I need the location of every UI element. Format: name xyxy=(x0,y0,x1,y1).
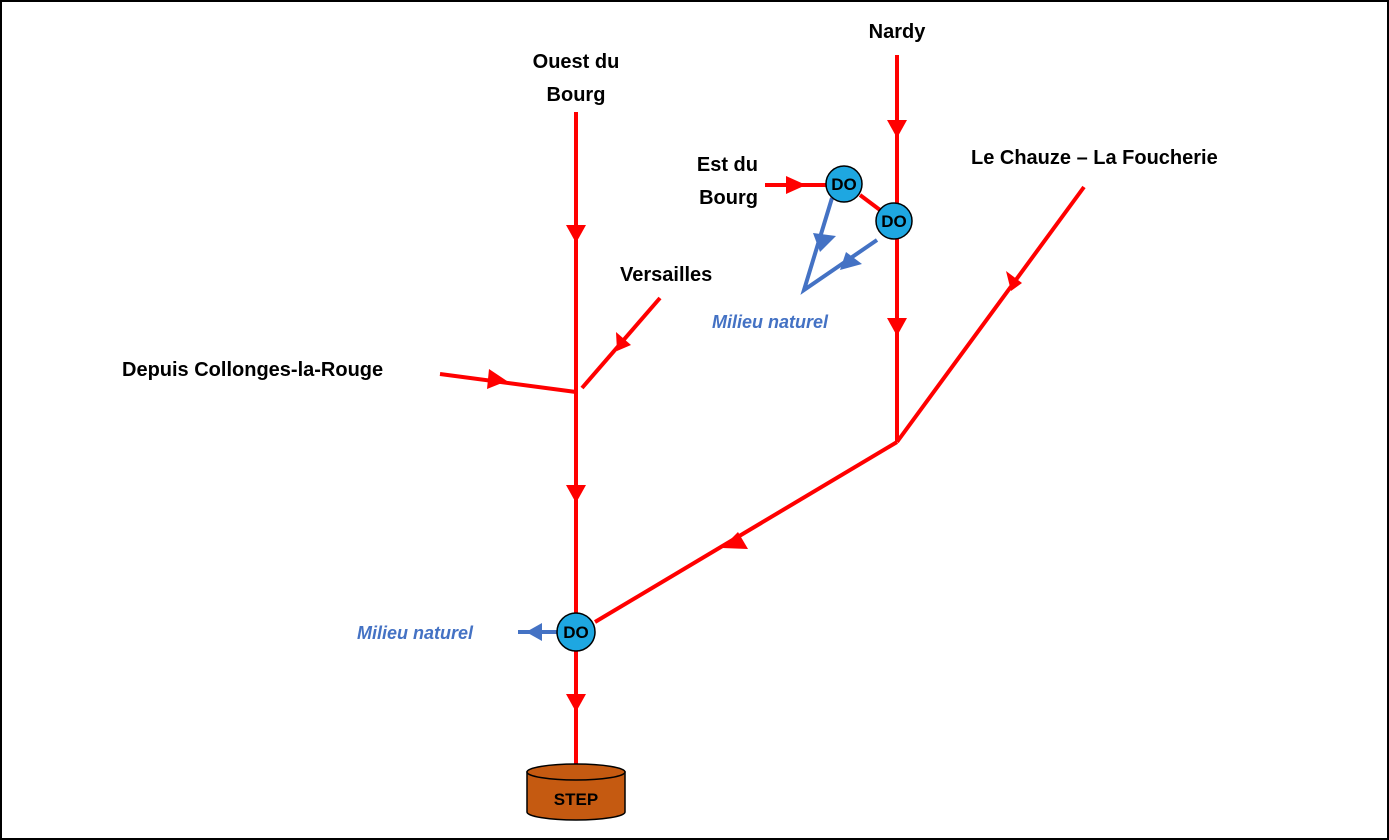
step-label: STEP xyxy=(554,790,598,809)
do-node-circle xyxy=(875,202,913,240)
step-treatment-plant: STEP xyxy=(526,763,626,821)
flow-arrow-icon xyxy=(566,485,586,503)
flow-arrow-icon xyxy=(566,694,586,712)
sewer-network xyxy=(439,55,1086,767)
flow-arrow-icon xyxy=(1006,271,1022,291)
do-node-circle xyxy=(825,165,863,203)
overflow-arrow-icon xyxy=(813,233,836,252)
flow-arrow-icon xyxy=(722,532,748,549)
overflow-arrows xyxy=(526,233,862,641)
flow-arrow-icon xyxy=(786,176,806,194)
do-node-label: DO xyxy=(881,212,907,231)
do-node-nardy: DO xyxy=(875,202,913,240)
flow-arrow-icon xyxy=(487,369,507,389)
pipe-do-link xyxy=(858,193,882,212)
label-milieu-naturel-top: Milieu naturel xyxy=(712,312,829,332)
label-ouest-du-bourg-line2: Bourg xyxy=(547,84,606,106)
overflow-arrow-icon xyxy=(526,623,542,641)
step-cylinder-body xyxy=(526,771,626,821)
label-le-chauze: Le Chauze – La Foucherie xyxy=(971,147,1218,169)
label-ouest-du-bourg-line1: Ouest du xyxy=(533,51,620,73)
overflow-arrow-icon xyxy=(840,252,862,270)
do-node-label: DO xyxy=(831,175,857,194)
flow-arrows xyxy=(487,120,1022,712)
pipe-collonges xyxy=(439,372,577,394)
flow-arrow-icon xyxy=(616,332,631,351)
do-node-main: DO xyxy=(556,612,596,652)
step-cylinder-top xyxy=(526,763,626,781)
flow-arrow-icon xyxy=(887,318,907,336)
label-est-du-bourg-line1: Est du xyxy=(697,154,758,176)
labels: Ouest du Bourg Nardy Est du Bourg Le Cha… xyxy=(122,21,1218,643)
pipe-chauze xyxy=(895,185,1086,444)
flow-arrow-icon xyxy=(887,120,907,138)
overflow-path-top xyxy=(800,197,879,295)
label-nardy: Nardy xyxy=(869,21,927,43)
pipe-combined xyxy=(593,440,899,624)
label-versailles: Versailles xyxy=(620,264,712,286)
label-milieu-naturel-bottom: Milieu naturel xyxy=(357,623,474,643)
do-node-circle xyxy=(556,612,596,652)
do-node-est: DO xyxy=(825,165,863,203)
flow-arrow-icon xyxy=(566,225,586,243)
do-node-label: DO xyxy=(563,623,589,642)
label-collonges: Depuis Collonges-la-Rouge xyxy=(122,359,383,381)
label-est-du-bourg-line2: Bourg xyxy=(699,187,758,209)
